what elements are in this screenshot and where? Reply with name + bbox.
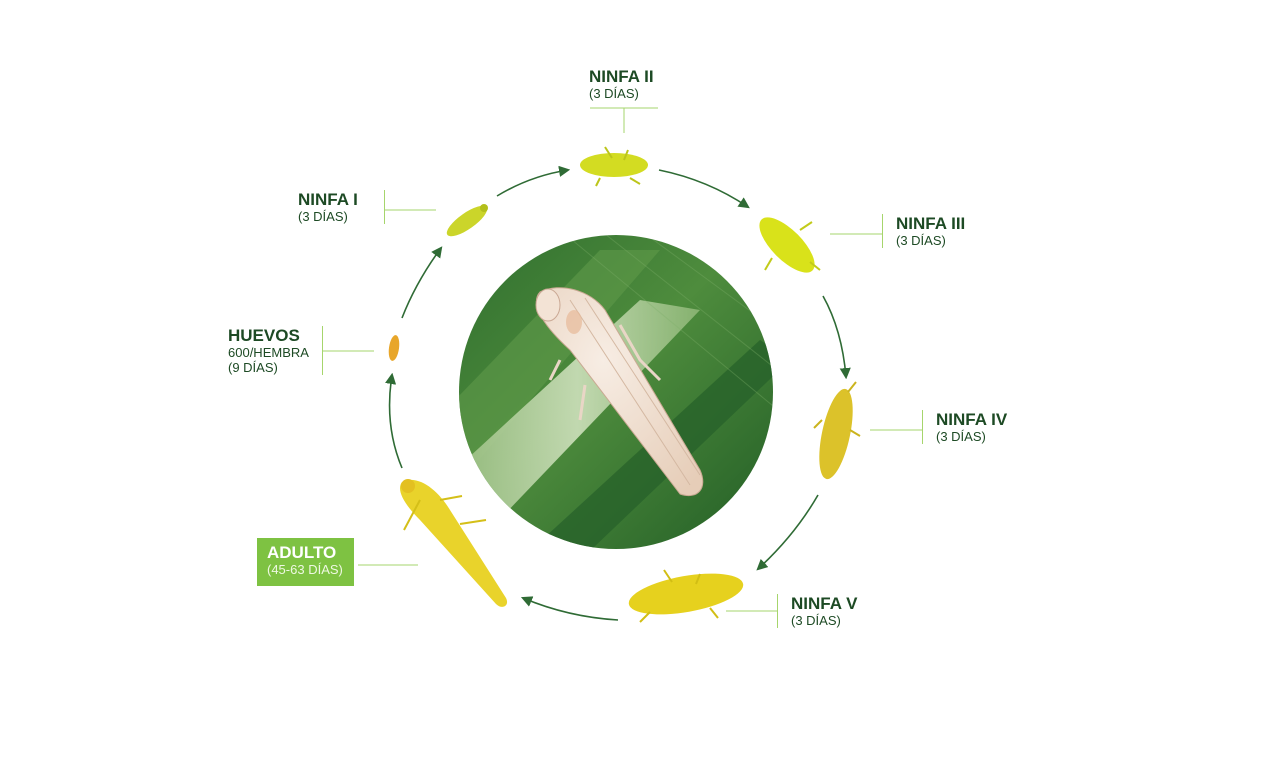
huevos-count: 600/HEMBRA (228, 345, 309, 360)
ninfa-iv-duration: (3 DÍAS) (936, 429, 986, 444)
arrow-ninfa1-to-ninfa2 (496, 165, 571, 197)
huevos-duration: (9 DÍAS) (228, 360, 278, 375)
ninfa-ii-title: NINFA II (589, 67, 654, 86)
ninfa-iii-illustration (759, 217, 821, 273)
adulto-title: ADULTO (267, 543, 337, 562)
ninfa-i-illustration (446, 204, 488, 237)
arrow-ninfa5-to-adulto (520, 596, 619, 621)
ninfa-ii-duration: (3 DÍAS) (589, 86, 639, 101)
arrow-adulto-to-huevos (385, 372, 403, 469)
adulto-illustration (400, 479, 508, 607)
ninfa-v-illustration (628, 569, 744, 623)
ninfa-iv-title: NINFA IV (936, 410, 1008, 429)
ninfa-v-duration: (3 DÍAS) (791, 613, 841, 628)
ninfa-i-title: NINFA I (298, 190, 358, 209)
ninfa-v-title: NINFA V (791, 594, 858, 613)
label-ninfa-ii: NINFA II (3 DÍAS) (589, 67, 654, 101)
label-ninfa-i: NINFA I (3 DÍAS) (298, 190, 385, 224)
label-huevos: HUEVOS 600/HEMBRA (9 DÍAS) (228, 326, 323, 375)
arrow-huevos-to-ninfa1 (401, 246, 443, 319)
arrow-ninfa3-to-ninfa4 (822, 295, 851, 380)
ninfa-ii-illustration (580, 146, 648, 187)
connector-lines (323, 107, 922, 612)
egg-illustration (388, 335, 400, 361)
cycle-arrows (385, 165, 851, 621)
ninfa-iv-illustration (813, 381, 861, 480)
label-ninfa-v: NINFA V (3 DÍAS) (777, 594, 857, 628)
arrow-ninfa4-to-ninfa5 (756, 494, 819, 571)
center-photo (459, 235, 773, 549)
adult-leafhopper-photo (535, 287, 704, 496)
adulto-duration: (45-63 DÍAS) (267, 562, 343, 577)
ninfa-iii-duration: (3 DÍAS) (896, 233, 946, 248)
arrow-ninfa2-to-ninfa3 (658, 169, 750, 209)
ninfa-iii-title: NINFA III (896, 214, 966, 233)
ninfa-i-duration: (3 DÍAS) (298, 209, 348, 224)
label-ninfa-iv: NINFA IV (3 DÍAS) (922, 410, 1007, 444)
label-adulto: ADULTO (45-63 DÍAS) (257, 538, 354, 586)
huevos-title: HUEVOS (228, 326, 300, 345)
label-ninfa-iii: NINFA III (3 DÍAS) (882, 214, 965, 248)
